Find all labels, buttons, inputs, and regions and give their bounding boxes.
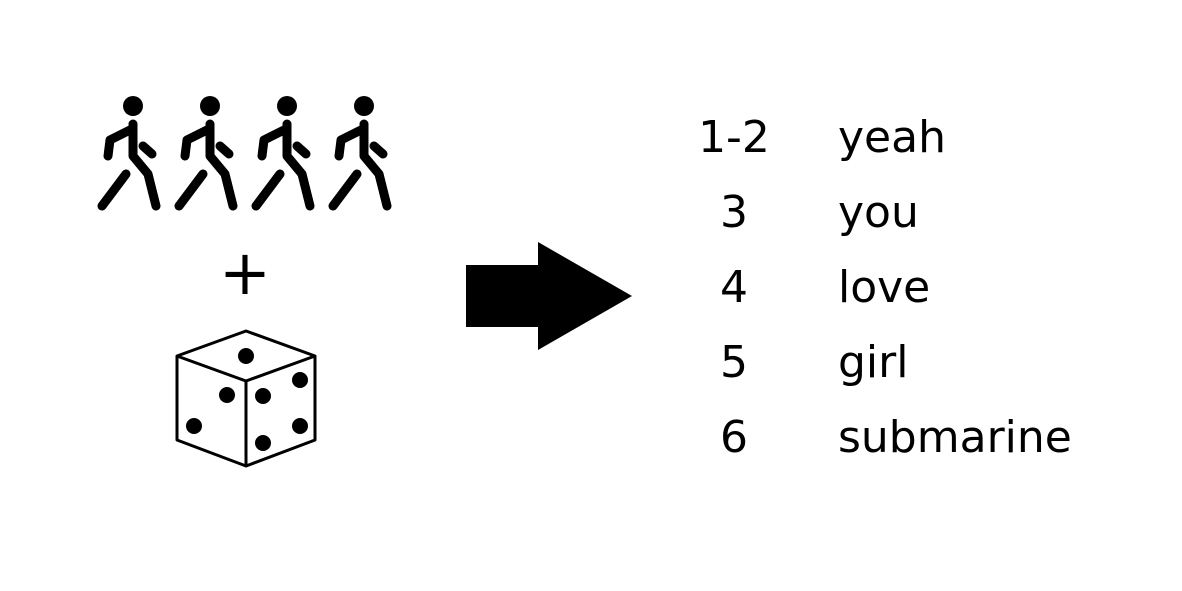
roll-word-table: 1-2 yeah 3 you 4 love 5 girl 6 submarine <box>680 100 1100 475</box>
person-walking-icon <box>251 96 315 211</box>
table-row: 4 love <box>680 250 1100 325</box>
person-walking-icon <box>328 96 392 211</box>
word-value: girl <box>838 337 909 388</box>
word-value: yeah <box>838 112 946 163</box>
roll-value: 6 <box>720 412 748 463</box>
table-row: 3 you <box>680 175 1100 250</box>
table-row: 1-2 yeah <box>680 100 1100 175</box>
word-value: submarine <box>838 412 1072 463</box>
plus-sign: + <box>219 236 271 309</box>
walkers-group <box>96 94 396 214</box>
word-value: love <box>838 262 931 313</box>
roll-value: 3 <box>720 187 748 238</box>
roll-value: 4 <box>720 262 748 313</box>
table-row: 5 girl <box>680 325 1100 400</box>
roll-value: 5 <box>720 337 748 388</box>
arrow-right-icon <box>466 242 632 350</box>
person-walking-icon <box>174 96 238 211</box>
word-value: you <box>838 187 919 238</box>
die-icon <box>175 329 317 468</box>
table-row: 6 submarine <box>680 400 1100 475</box>
person-walking-icon <box>97 96 161 211</box>
roll-value: 1-2 <box>698 112 770 163</box>
